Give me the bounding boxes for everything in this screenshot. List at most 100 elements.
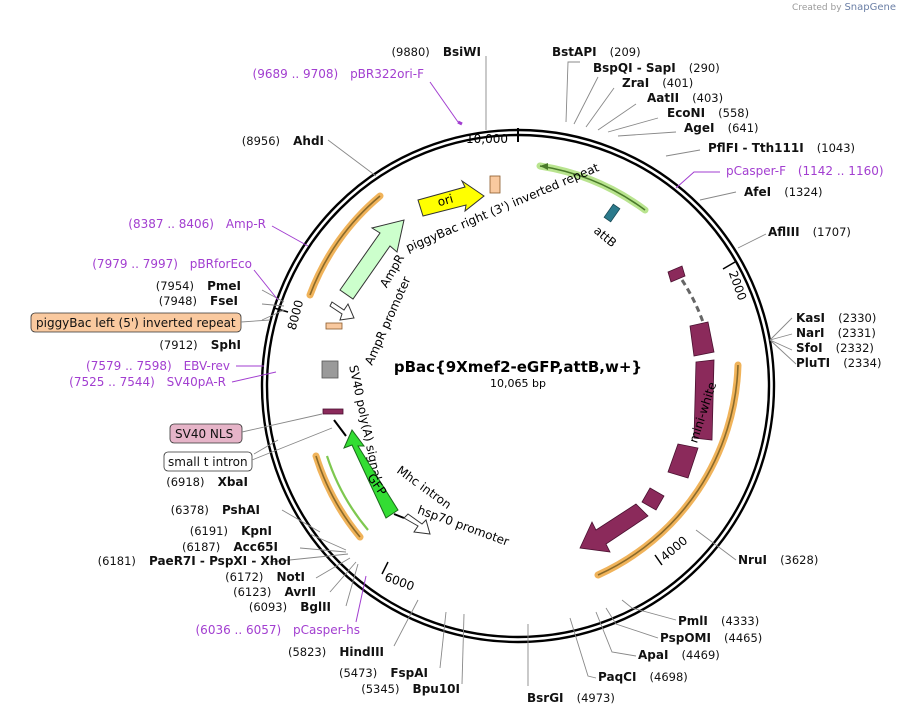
sv40-nls-label-box <box>169 423 243 444</box>
site-label: (6093) BglII <box>249 596 331 615</box>
credit-prefix: Created by <box>792 3 842 13</box>
site-label: BsrGI (4973) <box>527 687 615 706</box>
site-label: AatII (403) <box>647 87 723 106</box>
connectors-right <box>527 61 797 686</box>
small-t-intron-label-box <box>163 451 253 472</box>
primer-label: (8387 .. 8406) Amp-R <box>128 217 266 231</box>
sv40-nls-feature <box>322 408 344 415</box>
site-label: KasI (2330) <box>796 307 876 326</box>
tick-mark <box>273 307 289 313</box>
site-label: EcoNI (558) <box>667 102 749 121</box>
sites-left: (9880) BsiWI (8956) AhdI (7954) PmeI (79… <box>98 41 481 697</box>
tick-label-10000: 10,000 <box>466 132 508 146</box>
ori-label: ori <box>436 192 455 210</box>
site-label: PmlI (4333) <box>678 610 759 629</box>
mini-white-exon <box>689 321 715 357</box>
mini-white-arrow <box>579 503 649 553</box>
gray-feature-box <box>321 360 339 379</box>
attb-feature <box>603 203 621 223</box>
site-label: NarI (2331) <box>796 322 876 341</box>
site-label: BspQI - SapI (290) <box>593 57 720 76</box>
tick-label-6000: 6000 <box>383 570 416 594</box>
site-label: (5345) Bpu10I <box>361 678 460 697</box>
site-label: (7948) FseI <box>159 290 238 309</box>
features: ori AmpR AmpR promoter piggyBac right (3… <box>321 160 719 553</box>
arc-left-outer <box>312 452 364 541</box>
connector <box>251 427 333 461</box>
connectors-left <box>253 56 487 685</box>
ori-feature <box>417 179 485 217</box>
site-label: (6123) AvrII <box>233 581 316 600</box>
site-label: (6378) PshAI <box>171 499 260 518</box>
mini-white-intron <box>680 279 705 323</box>
pbac-left-small-box <box>325 322 343 330</box>
site-label: SfoI (2332) <box>796 337 874 356</box>
small-t-intron-label: small t intron <box>168 455 248 469</box>
tick-label-4000: 4000 <box>658 533 690 563</box>
mini-white-exon <box>641 487 665 511</box>
site-label: (6181) PaeR7I - PspXI - XhoI <box>98 550 291 569</box>
arc-inner-green <box>325 455 369 531</box>
connector <box>241 413 323 433</box>
tick-mark <box>722 261 736 270</box>
site-label: (8956) AhdI <box>242 130 324 149</box>
site-label: (6172) NotI <box>225 566 305 585</box>
sites-right: BstAPI (209) BspQI - SapI (290) ZraI (40… <box>527 41 881 706</box>
hsp70-promoter-arrow <box>403 513 431 535</box>
site-label: AfeI (1324) <box>744 181 822 200</box>
green-arc-arrowhead <box>540 163 548 170</box>
site-label: (7954) PmeI <box>156 275 241 294</box>
site-label: (5473) FspAI <box>339 662 428 681</box>
primer-label: (6036 .. 6057) pCasper-hs <box>196 623 361 637</box>
gfp-feature <box>343 429 399 519</box>
tick-label-8000: 8000 <box>285 298 306 331</box>
mhc-intron-mark <box>393 513 405 519</box>
ampr-feature <box>339 219 405 300</box>
site-label: AflIII (1707) <box>768 221 851 240</box>
hsp70-promoter-label: hsp70 promoter <box>416 503 511 549</box>
connector <box>240 319 271 323</box>
site-label: (7912) SphI <box>159 334 241 353</box>
site-label: NruI (3628) <box>738 549 818 568</box>
plasmid-size: 10,065 bp <box>490 377 546 390</box>
primer-label: pCasper-F (1142 .. 1160) <box>726 164 884 178</box>
attb-label: attB <box>591 223 619 250</box>
mini-white-exon <box>693 359 715 441</box>
site-label: PflFI - Tth111I (1043) <box>708 137 855 156</box>
ampr-promoter-arrow <box>329 301 355 321</box>
primer-label: (7579 .. 7598) EBV-rev <box>86 359 230 373</box>
tick-label-2000: 2000 <box>726 269 750 302</box>
arc-top-green-line <box>539 165 646 211</box>
arc-left-outer-line <box>315 455 361 538</box>
credit: Created by SnapGene <box>792 2 896 13</box>
site-label: (6918) XbaI <box>166 471 248 490</box>
primer-labels: (9689 .. 9708) pBR322ori-F pCasper-F (11… <box>69 67 883 637</box>
pbac-left-label: piggyBac left (5') inverted repeat <box>36 316 236 330</box>
site-label: (6191) KpnI <box>190 520 272 539</box>
site-label: PluTI (2334) <box>796 352 881 371</box>
boxed-features: piggyBac left (5') inverted repeat SV40 … <box>30 312 333 472</box>
primer-label: (9689 .. 9708) pBR322ori-F <box>253 67 425 81</box>
site-label: PspOMI (4465) <box>660 627 762 646</box>
pbac-right-box <box>489 175 501 194</box>
primer-label: (7979 .. 7997) pBRforEco <box>92 257 252 271</box>
arc-ampr-outer-line <box>309 195 381 296</box>
site-label: BstAPI (209) <box>552 41 641 60</box>
primer-label: (7525 .. 7544) SV40pA-R <box>69 375 226 389</box>
site-label: (9880) BsiWI <box>392 41 481 60</box>
small-t-intron-mark <box>333 419 347 437</box>
snapgene-brand: SnapGene <box>844 2 896 13</box>
sv40-nls-label: SV40 NLS <box>175 427 233 441</box>
tick-mark <box>381 561 389 575</box>
pbac-left-label-box <box>30 312 242 333</box>
mini-white-exon <box>667 265 686 283</box>
arc-ampr-outer <box>306 192 384 299</box>
site-label: (6187) Acc65I <box>182 536 278 555</box>
outer-orange-arcs <box>306 162 742 579</box>
site-label: ZraI (401) <box>622 72 693 91</box>
site-label: PaqCI (4698) <box>598 666 688 685</box>
primer-connectors <box>231 81 720 623</box>
plasmid-name: pBac{9Xmef2-eGFP,attB,w+} <box>394 358 642 376</box>
mini-white-exon <box>667 443 699 479</box>
